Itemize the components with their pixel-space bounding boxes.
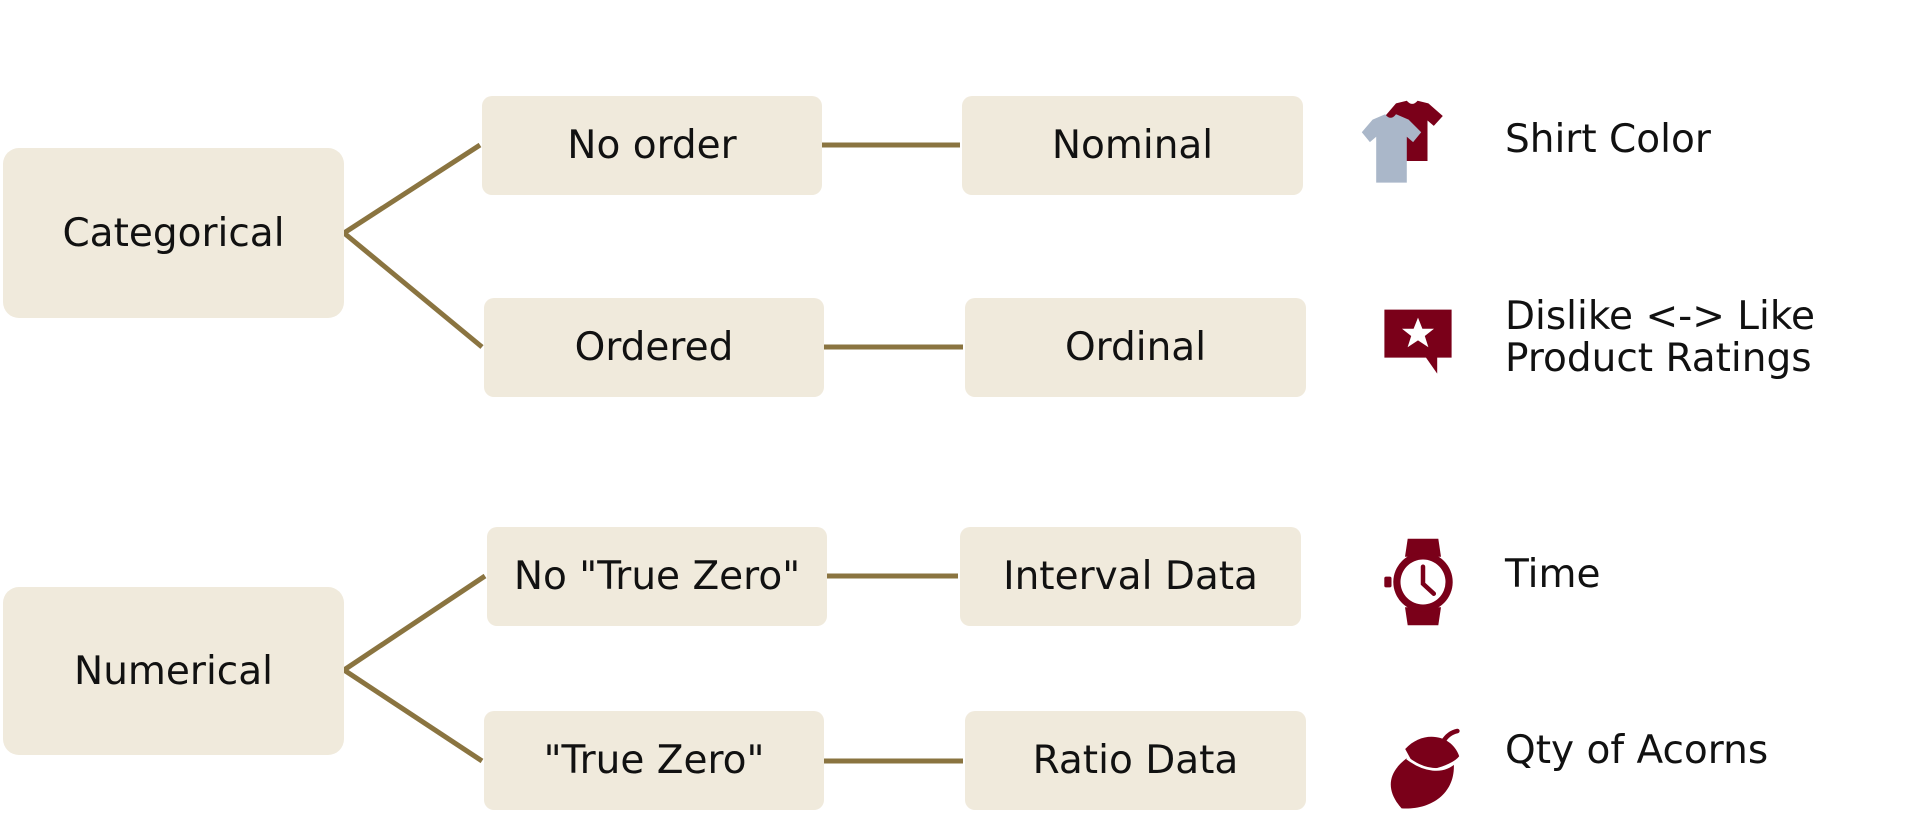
acorn-icon xyxy=(1390,728,1460,809)
example-product-ratings: Dislike <-> Like Product Ratings xyxy=(1505,294,1816,381)
node-ordered: Ordered xyxy=(484,298,824,397)
shirt-icon xyxy=(1361,100,1443,183)
node-interval-data: Interval Data xyxy=(960,527,1301,626)
node-nominal: Nominal xyxy=(962,96,1303,195)
node-no-true-zero: No "True Zero" xyxy=(487,527,827,626)
example-time: Time xyxy=(1505,552,1601,597)
node-no-order: No order xyxy=(482,96,822,195)
example-shirt-color: Shirt Color xyxy=(1505,117,1711,162)
node-ratio-data: Ratio Data xyxy=(965,711,1306,810)
node-categorical: Categorical xyxy=(3,148,344,318)
connector-numerical-true-zero xyxy=(342,667,484,764)
rating-star-icon xyxy=(1384,309,1452,374)
connector-categorical-ordered xyxy=(342,231,484,349)
watch-icon xyxy=(1384,538,1453,626)
connector-categorical-no-order xyxy=(342,142,482,236)
node-true-zero: "True Zero" xyxy=(484,711,824,810)
node-numerical: Numerical xyxy=(3,587,344,755)
example-qty-of-acorns: Qty of Acorns xyxy=(1505,728,1769,773)
connector-numerical-no-true-zero xyxy=(342,573,487,673)
node-ordinal: Ordinal xyxy=(965,298,1306,397)
